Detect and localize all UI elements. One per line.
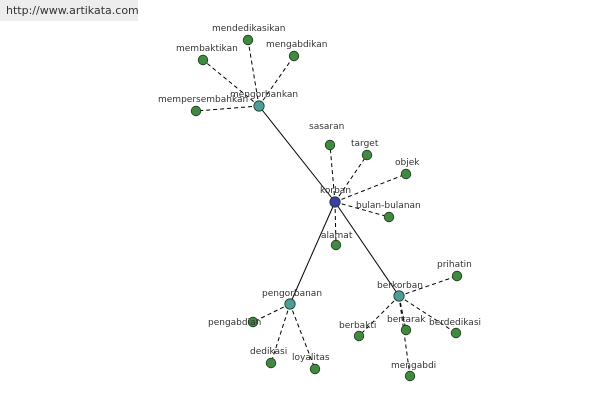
edge-pengorbanan-loyalitas <box>289 303 316 370</box>
edge-korban-sasaran <box>329 144 336 203</box>
node-loyalitas[interactable] <box>309 363 321 375</box>
node-label-prihatin[interactable]: prihatin <box>437 260 472 270</box>
node-label-sasaran[interactable]: sasaran <box>309 122 344 132</box>
node-mengabdikan[interactable] <box>288 50 300 62</box>
edge-mengorbankan-membaktikan <box>202 59 260 107</box>
node-label-mendedikasikan[interactable]: mendedikasikan <box>212 24 286 34</box>
node-label-korban[interactable]: korban <box>320 186 351 196</box>
node-label-membaktikan[interactable]: membaktikan <box>176 44 238 54</box>
edge-berkorban-bertarak <box>398 295 407 331</box>
node-berkorban[interactable] <box>393 290 405 302</box>
node-mengorbankan[interactable] <box>253 100 265 112</box>
edge-mengorbankan-mempersembahkan <box>195 105 260 112</box>
node-target[interactable] <box>361 149 373 161</box>
node-label-mengorbankan[interactable]: mengorbankan <box>230 90 298 100</box>
node-alamat[interactable] <box>330 239 342 251</box>
node-sasaran[interactable] <box>324 139 336 151</box>
node-label-mempersembahkan[interactable]: mempersembahkan <box>158 95 248 105</box>
node-label-objek[interactable]: objek <box>395 158 420 168</box>
node-label-bertarak[interactable]: bertarak <box>387 315 426 325</box>
edge-berkorban-prihatin <box>398 275 458 297</box>
edge-korban-pengorbanan <box>289 201 336 305</box>
node-objek[interactable] <box>400 168 412 180</box>
node-korban[interactable] <box>329 196 341 208</box>
edge-korban-objek <box>334 173 407 203</box>
node-label-loyalitas[interactable]: loyalitas <box>292 353 330 363</box>
edge-pengorbanan-dedikasi <box>270 303 291 364</box>
nodes-layer <box>190 34 463 382</box>
edge-korban-bulan-bulanan <box>334 201 390 218</box>
node-label-pengorbanan[interactable]: pengorbanan <box>262 289 322 299</box>
edge-korban-mengorbankan <box>258 105 336 203</box>
edge-mengorbankan-mengabdikan <box>258 55 295 107</box>
node-bulan-bulanan[interactable] <box>383 211 395 223</box>
node-pengorbanan[interactable] <box>284 298 296 310</box>
edge-korban-berkorban <box>334 201 400 297</box>
node-mempersembahkan[interactable] <box>190 105 202 117</box>
labels-layer: korban mengorbankan pengorbanan berkorban me… <box>158 24 481 371</box>
node-label-berbakti[interactable]: berbakti <box>339 321 376 331</box>
edges-layer <box>195 39 458 377</box>
node-label-dedikasi[interactable]: dedikasi <box>250 347 287 357</box>
node-label-berdedikasi[interactable]: berdedikasi <box>429 318 481 328</box>
node-label-bulan-bulanan[interactable]: bulan-bulanan <box>356 201 421 211</box>
node-berbakti[interactable] <box>353 330 365 342</box>
node-mengabdi[interactable] <box>404 370 416 382</box>
node-label-target[interactable]: target <box>351 139 379 149</box>
node-mendedikasikan[interactable] <box>242 34 254 46</box>
node-bertarak[interactable] <box>400 324 412 336</box>
edge-berkorban-berbakti <box>358 295 400 337</box>
node-label-alamat[interactable]: alamat <box>321 231 353 241</box>
edge-berkorban-berdedikasi <box>398 295 457 334</box>
edge-korban-target <box>334 154 368 203</box>
node-label-mengabdikan[interactable]: mengabdikan <box>266 40 327 50</box>
node-label-berkorban[interactable]: berkorban <box>377 281 423 291</box>
node-prihatin[interactable] <box>451 270 463 282</box>
node-berdedikasi[interactable] <box>450 327 462 339</box>
node-label-pengabdian[interactable]: pengabdian <box>208 318 261 328</box>
source-url-banner[interactable]: http://www.artikata.com <box>0 0 139 21</box>
edge-korban-alamat <box>334 201 337 246</box>
node-pengabdian[interactable] <box>247 316 259 328</box>
node-label-mengabdi[interactable]: mengabdi <box>391 361 436 371</box>
node-membaktikan[interactable] <box>197 54 209 66</box>
node-dedikasi[interactable] <box>265 357 277 369</box>
